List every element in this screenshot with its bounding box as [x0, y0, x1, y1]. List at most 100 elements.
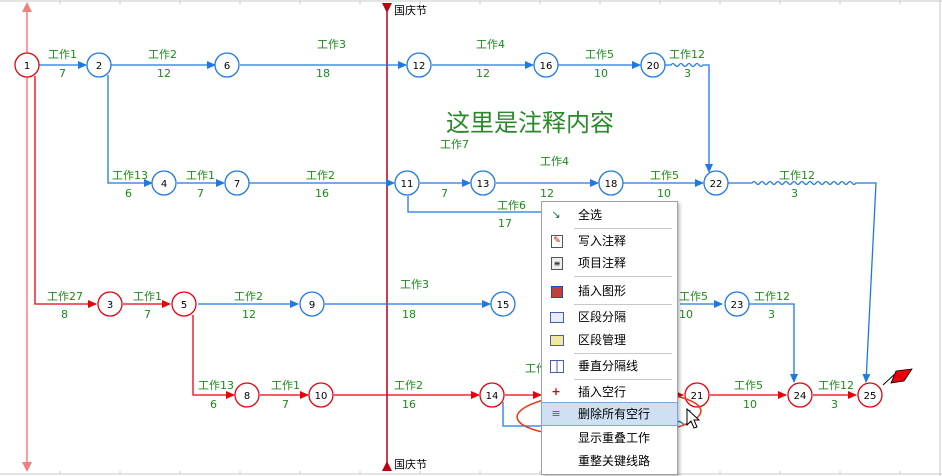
label-w2-dur: 12 [157, 67, 171, 80]
select-all-icon: ↘ [551, 208, 561, 221]
node-14[interactable]: 14 [479, 382, 505, 408]
label-w2-r2-dur: 16 [315, 187, 329, 200]
menu-item-select-all[interactable]: ↘ 全选 [542, 204, 677, 226]
label-w1-dur: 7 [59, 67, 66, 80]
node-3[interactable]: 3 [97, 291, 123, 317]
label-w12-r3-dur: 3 [768, 308, 775, 321]
node-label: 9 [309, 300, 315, 311]
node-label: 1 [24, 61, 30, 72]
label-w2-r4: 工作2 [394, 379, 423, 392]
node-circle [308, 382, 334, 408]
menu-item-segment-divide[interactable]: 区段分隔 [542, 306, 677, 328]
node-label: 5 [181, 300, 187, 311]
node-label: 10 [315, 391, 328, 402]
menu-item-write-note[interactable]: ✎ 写入注释 [542, 230, 677, 252]
label-w13-r4-dur: 6 [210, 398, 217, 411]
label-w12-r3: 工作12 [754, 290, 790, 303]
label-w13-r2: 工作13 [112, 169, 148, 182]
edge-5-8 [192, 315, 235, 399]
node-label: 22 [710, 179, 723, 190]
node-1[interactable]: 1 [14, 52, 40, 78]
node-label: 8 [244, 391, 250, 402]
node-6[interactable]: 6 [214, 52, 240, 78]
insert-row-icon: + [551, 385, 561, 398]
node-25[interactable]: 25 [857, 382, 883, 408]
label-w5-r4-dur: 10 [743, 398, 757, 411]
label-w4-r2-dur: 12 [540, 187, 554, 200]
node-circle [214, 52, 240, 78]
node-label: 21 [691, 391, 704, 402]
node-label: 18 [605, 179, 618, 190]
node-13[interactable]: 13 [470, 170, 496, 196]
node-4[interactable]: 4 [151, 170, 177, 196]
label-w7-r2: 工作7 [440, 138, 469, 151]
label-w1-r2-dur: 7 [197, 187, 204, 200]
label-w27-dur: 8 [61, 308, 68, 321]
node-label: 24 [794, 391, 807, 402]
delete-rows-icon: ≡ [551, 407, 561, 420]
node-20[interactable]: 20 [640, 52, 666, 78]
node-label: 11 [401, 179, 414, 190]
node-circle [857, 382, 883, 408]
node-circle [490, 291, 516, 317]
node-circle [724, 291, 750, 317]
holiday-divider[interactable] [382, 3, 392, 471]
node-circle [394, 170, 420, 196]
node-circle [703, 170, 729, 196]
node-22[interactable]: 22 [703, 170, 729, 196]
node-label: 12 [413, 61, 426, 72]
menu-item-rebuild-critical[interactable]: 重整关键线路 [578, 454, 651, 468]
label-w3-r3-dur: 18 [402, 308, 416, 321]
label-w4-dur: 12 [476, 67, 490, 80]
node-15[interactable]: 15 [490, 291, 516, 317]
label-w6-r2: 工作6 [497, 199, 526, 212]
menu-item-delete-all-rows[interactable]: ≡ 删除所有空行 [541, 402, 678, 426]
label-w5-r2-dur: 10 [657, 187, 671, 200]
node-5[interactable]: 5 [171, 291, 197, 317]
edge-14-21 [502, 402, 541, 427]
segment-manage-icon [550, 335, 564, 346]
node-9[interactable]: 9 [299, 291, 325, 317]
label-w2-r4-dur: 16 [402, 398, 416, 411]
node-12[interactable]: 12 [406, 52, 432, 78]
node-circle [151, 170, 177, 196]
node-label: 4 [161, 179, 167, 190]
node-circle [14, 52, 40, 78]
menu-item-vertical-divider[interactable]: 垂直分隔线 [542, 355, 677, 377]
label-w27: 工作27 [47, 290, 83, 303]
node-23[interactable]: 23 [724, 291, 750, 317]
menu-item-show-overlap[interactable]: 显示重叠工作 [578, 431, 651, 445]
label-w4-top: 工作4 [476, 38, 505, 51]
holiday-label-top: 国庆节 [394, 3, 427, 17]
menu-item-insert-row[interactable]: + 插入空行 [542, 381, 677, 403]
label-w3-top: 工作3 [317, 38, 346, 51]
edge-22-25 [728, 180, 877, 383]
node-24[interactable]: 24 [787, 382, 813, 408]
node-11[interactable]: 11 [394, 170, 420, 196]
edge-23-24 [749, 303, 798, 383]
label-w5-r2: 工作5 [650, 169, 679, 182]
node-2[interactable]: 2 [86, 52, 112, 78]
label-w5-r3: 工作5 [679, 290, 708, 303]
node-circle [97, 291, 123, 317]
label-w5-r4: 工作5 [734, 379, 763, 392]
node-16[interactable]: 16 [533, 52, 559, 78]
label-w12-r2-dur: 3 [791, 187, 798, 200]
node-circle [533, 52, 559, 78]
node-10[interactable]: 10 [308, 382, 334, 408]
menu-item-segment-manage[interactable]: 区段管理 [542, 329, 677, 351]
node-label: 2 [96, 61, 102, 72]
node-label: 6 [224, 61, 230, 72]
edge-2-4 [107, 75, 153, 187]
edge-20-22 [665, 62, 713, 173]
annotation-text[interactable]: 这里是注释内容 [446, 109, 614, 137]
project-note-icon: ≡ [551, 257, 563, 270]
node-7[interactable]: 7 [224, 170, 250, 196]
node-8[interactable]: 8 [234, 382, 260, 408]
node-label: 14 [486, 391, 499, 402]
label-w12-r2: 工作12 [779, 169, 815, 182]
node-18[interactable]: 18 [598, 170, 624, 196]
node-label: 20 [647, 61, 660, 72]
menu-item-insert-graphic[interactable]: 插入图形 [542, 280, 677, 302]
menu-item-project-note[interactable]: ≡ 项目注释 [542, 252, 677, 274]
